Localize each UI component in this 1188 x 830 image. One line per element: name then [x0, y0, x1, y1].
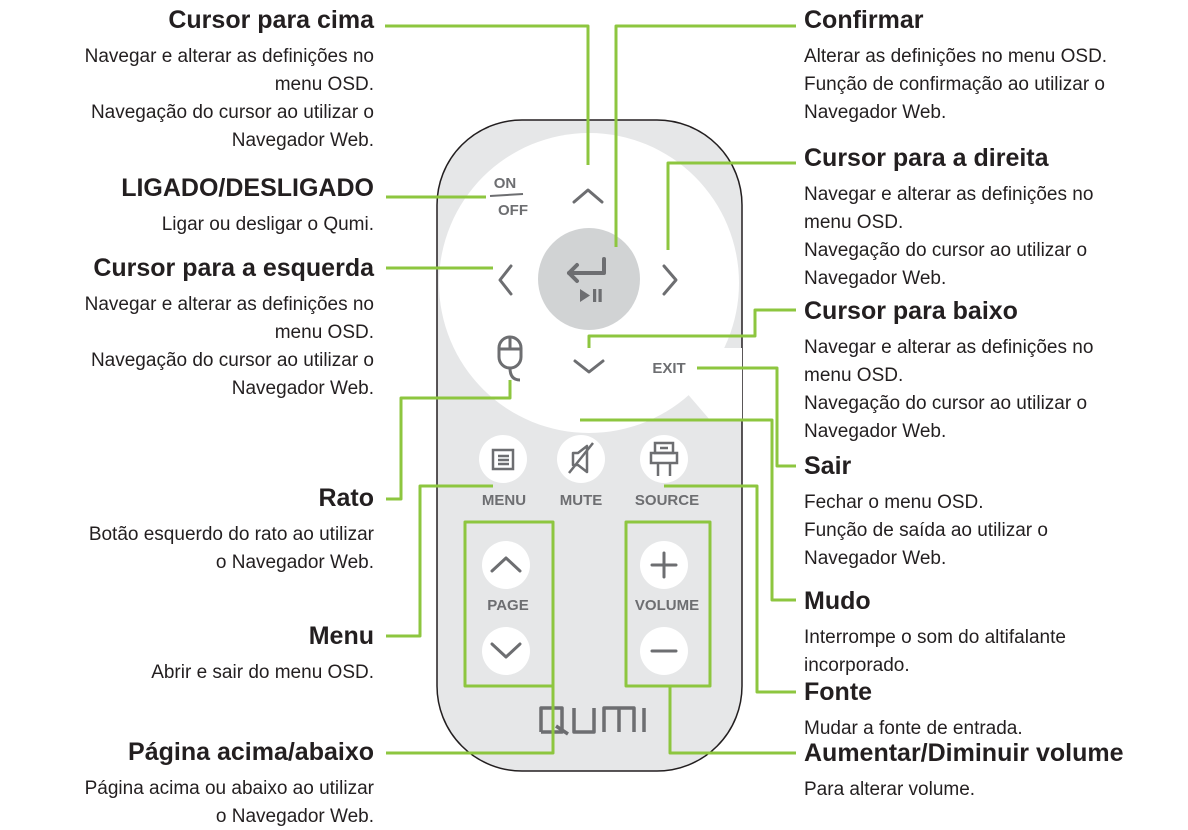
- mute-icon: [568, 442, 594, 474]
- label-cursor-right: Cursor para a direita Navegar e alterar …: [804, 143, 1093, 291]
- qumi-logo: [539, 706, 646, 736]
- label-title: Cursor para cima: [168, 6, 374, 34]
- connector-volume: [624, 520, 796, 755]
- cursor-left-icon[interactable]: [498, 264, 513, 296]
- label-line: Ligar ou desligar o Qumi.: [161, 214, 374, 235]
- label-line: Botão esquerdo do rato ao utilizar: [88, 524, 374, 545]
- mute-button-label: MUTE: [560, 492, 603, 509]
- label-page: Página acima/abaixo Página acima ou abai…: [85, 737, 374, 829]
- cursor-right-icon[interactable]: [662, 264, 678, 296]
- label-line: Abrir e sair do menu OSD.: [151, 662, 374, 683]
- label-line: Navegação do cursor ao utilizar o: [804, 393, 1088, 414]
- label-title: Menu: [308, 622, 374, 650]
- page-label: PAGE: [487, 597, 528, 614]
- label-title: Cursor para a esquerda: [93, 254, 374, 282]
- play-pause-icon: [580, 289, 602, 302]
- mouse-icon[interactable]: [497, 335, 523, 382]
- page-up-button[interactable]: [482, 541, 530, 589]
- volume-label: VOLUME: [635, 597, 699, 614]
- plus-icon: [650, 551, 678, 579]
- label-title: Fonte: [804, 678, 873, 706]
- label-title: Aumentar/Diminuir volume: [804, 739, 1124, 767]
- label-line: Interrompe o som do altifalante: [804, 627, 1066, 648]
- source-button-label: SOURCE: [635, 492, 699, 509]
- label-cursor-down: Cursor para baixo Navegar e alterar as d…: [804, 296, 1093, 444]
- label-line: Navegar e alterar as definições no: [84, 294, 374, 315]
- connector-page: [386, 520, 555, 755]
- label-title: LIGADO/DESLIGADO: [121, 174, 374, 202]
- source-button[interactable]: [640, 435, 688, 483]
- label-line: Página acima ou abaixo ao utilizar: [84, 778, 374, 799]
- connector-cursor-right: [666, 161, 796, 250]
- on-off-divider: [489, 193, 524, 197]
- label-line: menu OSD.: [804, 212, 904, 233]
- connector-confirm: [614, 24, 796, 247]
- label-line: Navegar e alterar as definições no: [804, 184, 1094, 205]
- label-title: Cursor para baixo: [804, 297, 1018, 325]
- label-title: Mudo: [804, 587, 871, 615]
- label-line: Navegação do cursor ao utilizar o: [804, 240, 1088, 261]
- label-line: Navegador Web.: [231, 130, 374, 151]
- label-confirm: Confirmar Alterar as definições no menu …: [804, 5, 1107, 125]
- label-line: Navegador Web.: [804, 421, 947, 442]
- label-exit: Sair Fechar o menu OSD. Função de saída …: [804, 451, 1048, 571]
- label-line: menu OSD.: [274, 74, 374, 95]
- label-line: Fechar o menu OSD.: [804, 492, 984, 513]
- label-line: incorporado.: [804, 655, 910, 676]
- label-mute: Mudo Interrompe o som do altifalante inc…: [804, 586, 1066, 678]
- page-down-button[interactable]: [482, 627, 530, 675]
- connector-exit: [697, 366, 796, 468]
- label-line: Alterar as definições no menu OSD.: [804, 46, 1108, 67]
- page-down-icon: [490, 642, 522, 659]
- label-line: Função de saída ao utilizar o: [804, 520, 1048, 541]
- label-title: Página acima/abaixo: [128, 738, 374, 766]
- label-line: Navegar e alterar as definições no: [804, 337, 1094, 358]
- connector-cursor-down: [587, 308, 796, 348]
- connector-mouse: [386, 380, 512, 501]
- cursor-up-icon[interactable]: [572, 188, 604, 204]
- label-line: Navegação do cursor ao utilizar o: [90, 102, 374, 123]
- label-mouse: Rato Botão esquerdo do rato ao utilizar …: [89, 483, 374, 575]
- menu-icon: [491, 448, 515, 471]
- page-up-icon: [490, 556, 522, 573]
- label-title: Rato: [318, 484, 374, 512]
- label-line: Navegador Web.: [231, 378, 374, 399]
- label-line: menu OSD.: [274, 322, 374, 343]
- label-power: LIGADO/DESLIGADO Ligar ou desligar o Qum…: [121, 173, 374, 237]
- label-line: o Navegador Web.: [215, 806, 374, 827]
- on-label: ON: [494, 175, 517, 192]
- connector-menu: [386, 484, 493, 638]
- label-source: Fonte Mudar a fonte de entrada.: [804, 677, 1023, 741]
- label-line: Função de confirmação ao utilizar o: [804, 74, 1105, 95]
- connector-lines: [385, 24, 796, 755]
- label-menu: Menu Abrir e sair do menu OSD.: [151, 621, 374, 685]
- connector-cursor-up: [385, 24, 590, 165]
- label-line: o Navegador Web.: [215, 552, 374, 573]
- label-line: Navegador Web.: [804, 102, 947, 123]
- menu-button-label: MENU: [482, 492, 526, 509]
- label-line: Navegador Web.: [804, 268, 947, 289]
- exit-label: EXIT: [652, 360, 685, 377]
- label-cursor-up: Cursor para cima Navegar e alterar as de…: [85, 5, 374, 153]
- cursor-down-icon[interactable]: [573, 359, 605, 374]
- connector-mute: [580, 418, 796, 602]
- label-line: Navegar e alterar as definições no: [84, 46, 374, 67]
- label-title: Sair: [804, 452, 852, 480]
- enter-button[interactable]: [538, 228, 640, 330]
- enter-icon: [567, 257, 606, 283]
- label-line: Navegador Web.: [804, 548, 947, 569]
- label-volume: Aumentar/Diminuir volume Para alterar vo…: [804, 738, 1124, 802]
- label-line: Para alterar volume.: [804, 779, 976, 800]
- label-line: Mudar a fonte de entrada.: [804, 718, 1023, 739]
- label-line: menu OSD.: [804, 365, 904, 386]
- connector-source: [664, 484, 796, 694]
- off-label: OFF: [498, 202, 528, 219]
- label-cursor-left: Cursor para a esquerda Navegar e alterar…: [85, 253, 374, 401]
- label-line: Navegação do cursor ao utilizar o: [90, 350, 374, 371]
- source-icon: [649, 441, 679, 476]
- label-title: Confirmar: [804, 6, 924, 34]
- label-title: Cursor para a direita: [804, 144, 1049, 172]
